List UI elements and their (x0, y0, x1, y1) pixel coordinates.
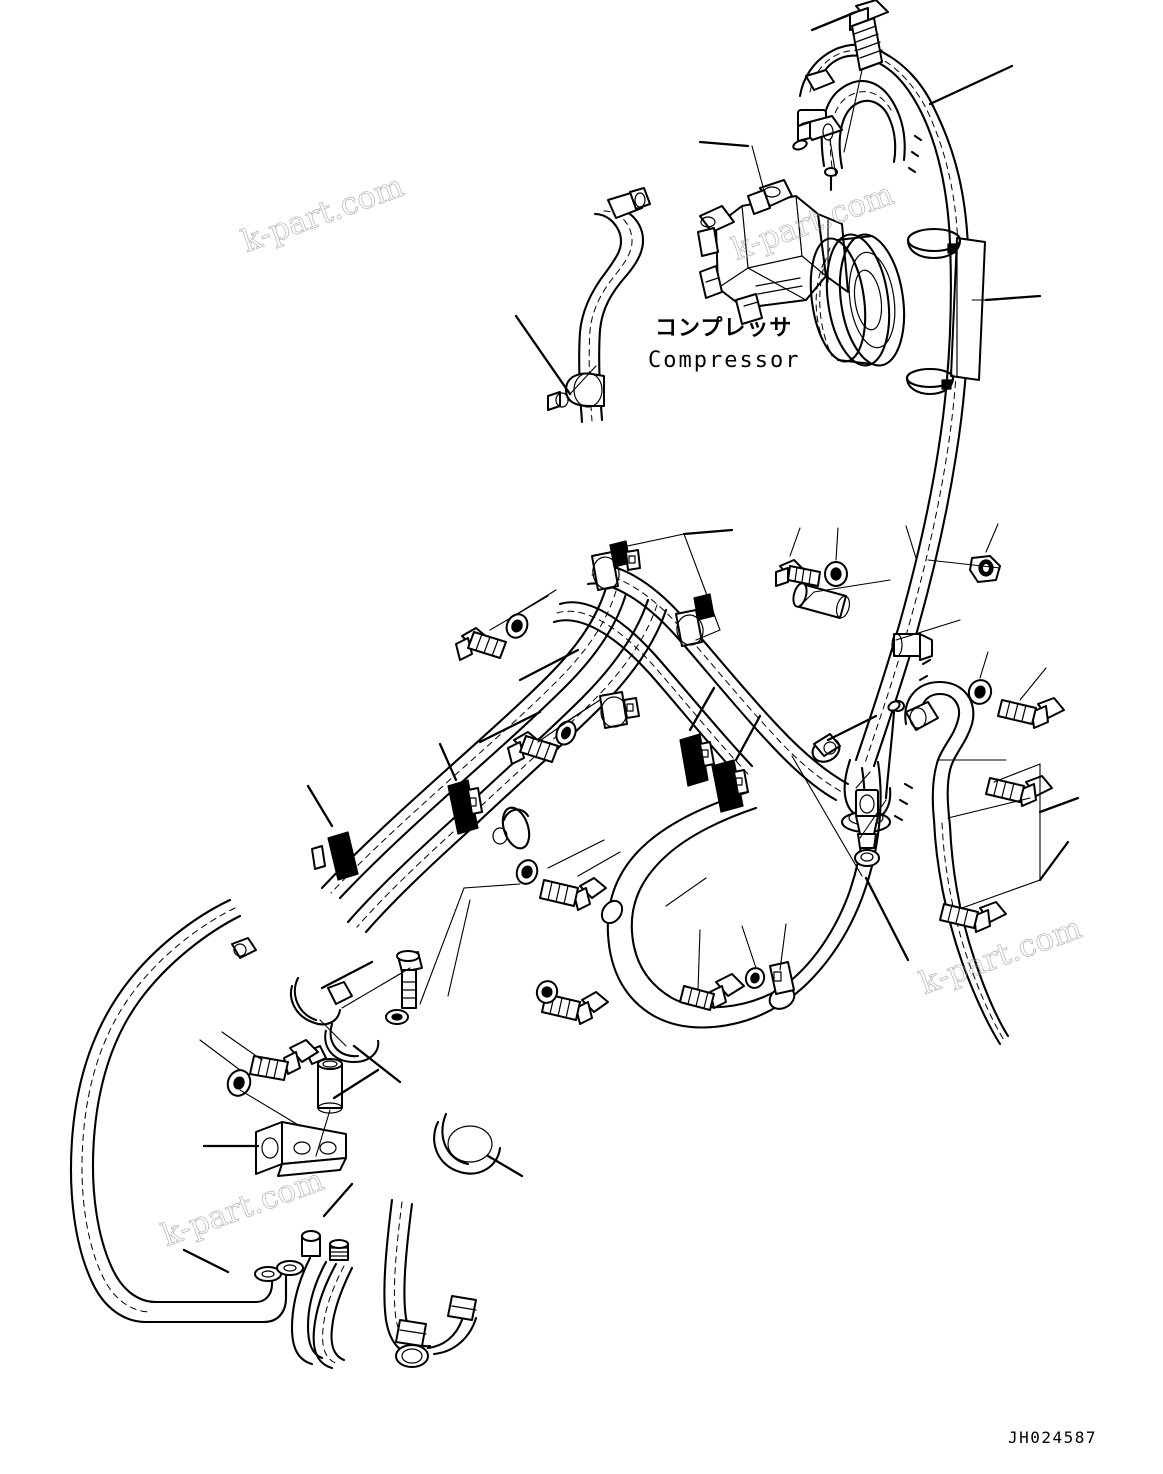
bolt-vertical-1 (396, 950, 423, 1009)
compressor-label-japanese: コンプレッサ (655, 316, 793, 341)
hose-clamp-b5 (711, 759, 749, 813)
coupling-small-left (231, 937, 257, 959)
washer-mid-right-1 (824, 561, 848, 587)
collar-sleeve-mid-1 (792, 582, 851, 619)
bolt-loop-1 (679, 973, 745, 1011)
washer-left-2 (555, 720, 577, 746)
refrigerant-hose-upper-hook (792, 69, 906, 192)
bolt-right-3 (939, 901, 1007, 933)
bolt-top (849, 0, 889, 71)
washer-centre-2 (535, 980, 559, 1004)
hose-clamp-lower-3 (433, 1112, 502, 1175)
drawing-number: JH024587 (1008, 1428, 1098, 1447)
collar-sleeve-mid-2 (891, 633, 933, 661)
hose-clamp-b2 (675, 593, 715, 647)
washer-centre-1 (515, 859, 539, 885)
bolt-mid-right-1 (775, 559, 821, 587)
hose-clamp-b7 (311, 831, 359, 881)
hose-ends-lower-centre (290, 1198, 478, 1370)
compressor-label-english: Compressor (648, 348, 801, 373)
hose-band-loop (769, 961, 795, 995)
hose-band-lower (905, 367, 955, 396)
mounting-bracket-l (255, 1121, 347, 1177)
hose-clamp-b8 (492, 806, 531, 850)
bolt-left-2 (507, 731, 559, 765)
hose-clamp-b4 (679, 733, 715, 787)
compressor-pulley (809, 233, 906, 367)
washer-vertical-1 (385, 1009, 409, 1025)
compressor-assembly (697, 179, 849, 325)
hose-clamp-b1 (591, 540, 641, 591)
hose-band-upper (906, 227, 962, 260)
nut-mid-right (969, 555, 1001, 583)
hose-clamp-lower-2 (305, 1022, 380, 1065)
hose-elbow-fitting-right (884, 680, 1010, 1046)
hose-clamp-lower-1 (290, 976, 353, 1026)
bolt-right-1 (997, 697, 1065, 729)
washer-right-1 (967, 679, 993, 705)
refrigerant-hose-upper-right (798, 43, 970, 833)
collar-sleeve-lower (317, 1058, 343, 1114)
washer-loop-1 (744, 967, 766, 989)
hose-clamp-b9 (811, 733, 841, 763)
hose-clamp-b6 (447, 779, 483, 835)
bolt-lowleft-1 (249, 1039, 319, 1081)
hose-clamp-upper-left (547, 372, 605, 411)
refrigerant-hose-bundle-diagonal (320, 564, 850, 934)
swivel-joint (854, 789, 880, 867)
hose-clamp-b3 (599, 691, 640, 729)
washer-lowleft-1 (226, 1069, 252, 1097)
washer-left-1 (505, 613, 529, 639)
refrigerant-hose-upper-left (547, 187, 651, 424)
leader-lines (182, 10, 1080, 1274)
bolt-centre-1 (539, 877, 607, 911)
refrigerant-hose-loop-left (69, 898, 304, 1324)
protective-sleeve (950, 237, 986, 381)
bolt-left-1 (455, 627, 507, 661)
bolt-right-2 (985, 775, 1053, 807)
